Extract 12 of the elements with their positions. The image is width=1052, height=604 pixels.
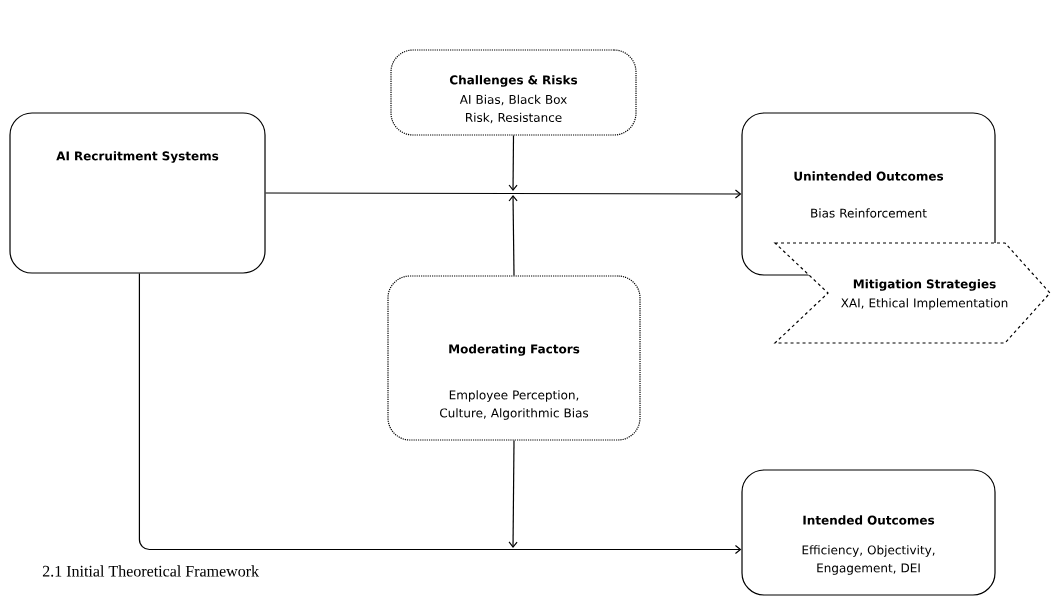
factor-box: Moderating Factors Employee Perception, Culture, Algorithmic Bias [387,275,641,441]
node-label: Mitigation Strategies [853,279,996,291]
process-box: AI Recruitment Systems [9,112,266,274]
arrow [265,189,742,199]
arrow [508,135,518,191]
factor-box: Challenges & Risks AI Bias, Black Box Risk, Resistance [390,49,637,136]
arrow [508,440,518,548]
node-label: XAI, Ethical Implementation [841,298,1008,310]
arrow [734,544,742,555]
caption: 2.1 Initial Theoretical Framework [42,565,260,577]
arrow [508,195,518,276]
outcome-box: Intended Outcomes Efficiency, Objectivity, Engagement, DEI [741,469,996,596]
